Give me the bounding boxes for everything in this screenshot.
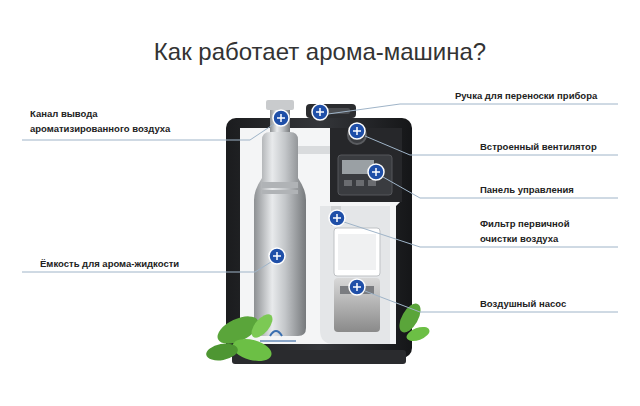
button [368, 180, 376, 186]
callout-label: Канал вывода ароматизированного воздуха [30, 106, 190, 136]
button [344, 180, 352, 186]
filter [334, 228, 380, 276]
callout-label: Ёмкость для арома-жидкости [40, 256, 240, 271]
bottle-ring [262, 182, 298, 188]
air-pump [334, 278, 380, 332]
nozzle-cap [266, 100, 294, 110]
air-tube [298, 146, 330, 154]
leader-lines [22, 104, 618, 312]
filter-core [338, 234, 376, 270]
bottle-ring [262, 190, 298, 194]
logo-bar [260, 340, 296, 342]
callout-dots [269, 104, 384, 295]
inner-panel [320, 206, 390, 344]
liquid-bottle [254, 132, 306, 336]
mint-leaves [205, 300, 431, 365]
nozzle [270, 110, 290, 132]
callout-label: Встроенный вентилятор [480, 139, 630, 154]
control-panel [338, 155, 392, 195]
callout-label: Панель управления [480, 182, 630, 197]
inner-window [240, 128, 402, 344]
callout-label: Фильтр первичной очистки воздуха [480, 216, 592, 246]
button [356, 180, 364, 186]
logo-mark [270, 331, 282, 336]
page-title: Как работает арома-машина? [0, 38, 640, 66]
callout-label: Воздушный насос [480, 296, 630, 311]
callout-label: Ручка для переноски прибора [455, 88, 625, 103]
